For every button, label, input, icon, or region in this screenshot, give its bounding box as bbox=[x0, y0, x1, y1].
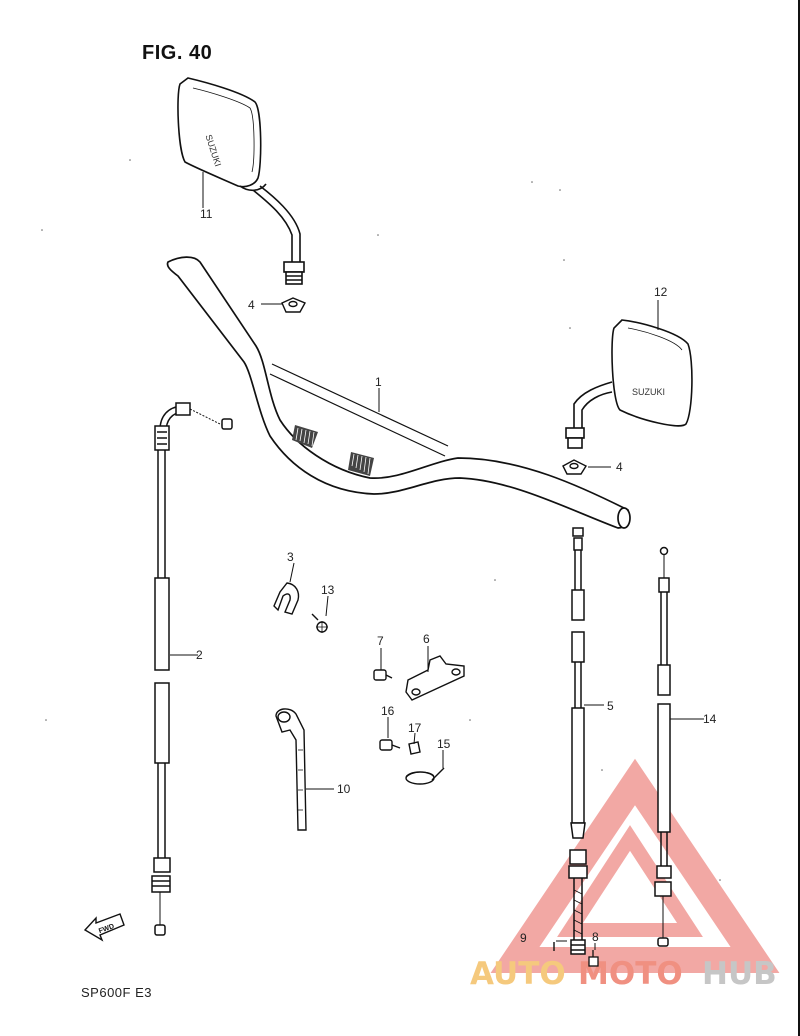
screw-7 bbox=[373, 669, 393, 681]
leader-lines bbox=[170, 172, 704, 950]
right-mirror bbox=[565, 319, 693, 449]
scan-specks bbox=[41, 159, 721, 881]
handlebar bbox=[166, 256, 631, 529]
nut-17 bbox=[408, 741, 421, 755]
washer-left bbox=[281, 297, 306, 313]
watermark-hub: HUB bbox=[702, 956, 777, 992]
watermark-auto: AUTO bbox=[470, 956, 566, 992]
screw-13 bbox=[311, 613, 328, 633]
washer-right bbox=[562, 459, 588, 475]
callout-2: 11 bbox=[200, 207, 213, 221]
page-border bbox=[798, 0, 800, 1036]
callout-12: 3 bbox=[287, 550, 294, 564]
right-mirror-brand: SUZUKI bbox=[632, 387, 665, 397]
callout-7: 7 bbox=[377, 634, 384, 648]
callout-15: 15 bbox=[437, 737, 451, 751]
callout-9: 9 bbox=[520, 931, 527, 945]
callout-1: 1 bbox=[375, 375, 382, 389]
cable-tie-15 bbox=[405, 767, 445, 785]
callout-16: 16 bbox=[381, 704, 395, 718]
watermark-logo: AUTO MOTO HUB bbox=[470, 758, 780, 992]
cable-guide-10 bbox=[275, 708, 307, 831]
callout-13: 13 bbox=[321, 583, 335, 597]
callout-6: 6 bbox=[423, 632, 430, 646]
starter-cable bbox=[654, 546, 672, 947]
clamp-12 bbox=[273, 582, 300, 615]
callout-4-left: 4 bbox=[248, 298, 255, 312]
bracket-6 bbox=[405, 655, 465, 701]
throttle-cable bbox=[151, 402, 233, 936]
callout-14: 14 bbox=[703, 712, 717, 726]
callout-17: 17 bbox=[408, 721, 422, 735]
model-code: SP600F E3 bbox=[81, 985, 152, 1000]
callout-10: 10 bbox=[337, 782, 351, 796]
callout-5: 5 bbox=[607, 699, 614, 713]
figure-title: FIG. 40 bbox=[142, 42, 213, 64]
callout-3: 12 bbox=[654, 285, 668, 299]
callout-4-right: 4 bbox=[616, 460, 623, 474]
left-mirror bbox=[177, 77, 305, 285]
cable-nut-8 bbox=[588, 950, 599, 967]
fwd-arrow-icon: FWD bbox=[83, 913, 125, 942]
callout-8: 8 bbox=[592, 930, 599, 944]
clutch-cable bbox=[568, 527, 588, 955]
screw-16 bbox=[379, 739, 401, 751]
callout-11: 2 bbox=[196, 648, 203, 662]
